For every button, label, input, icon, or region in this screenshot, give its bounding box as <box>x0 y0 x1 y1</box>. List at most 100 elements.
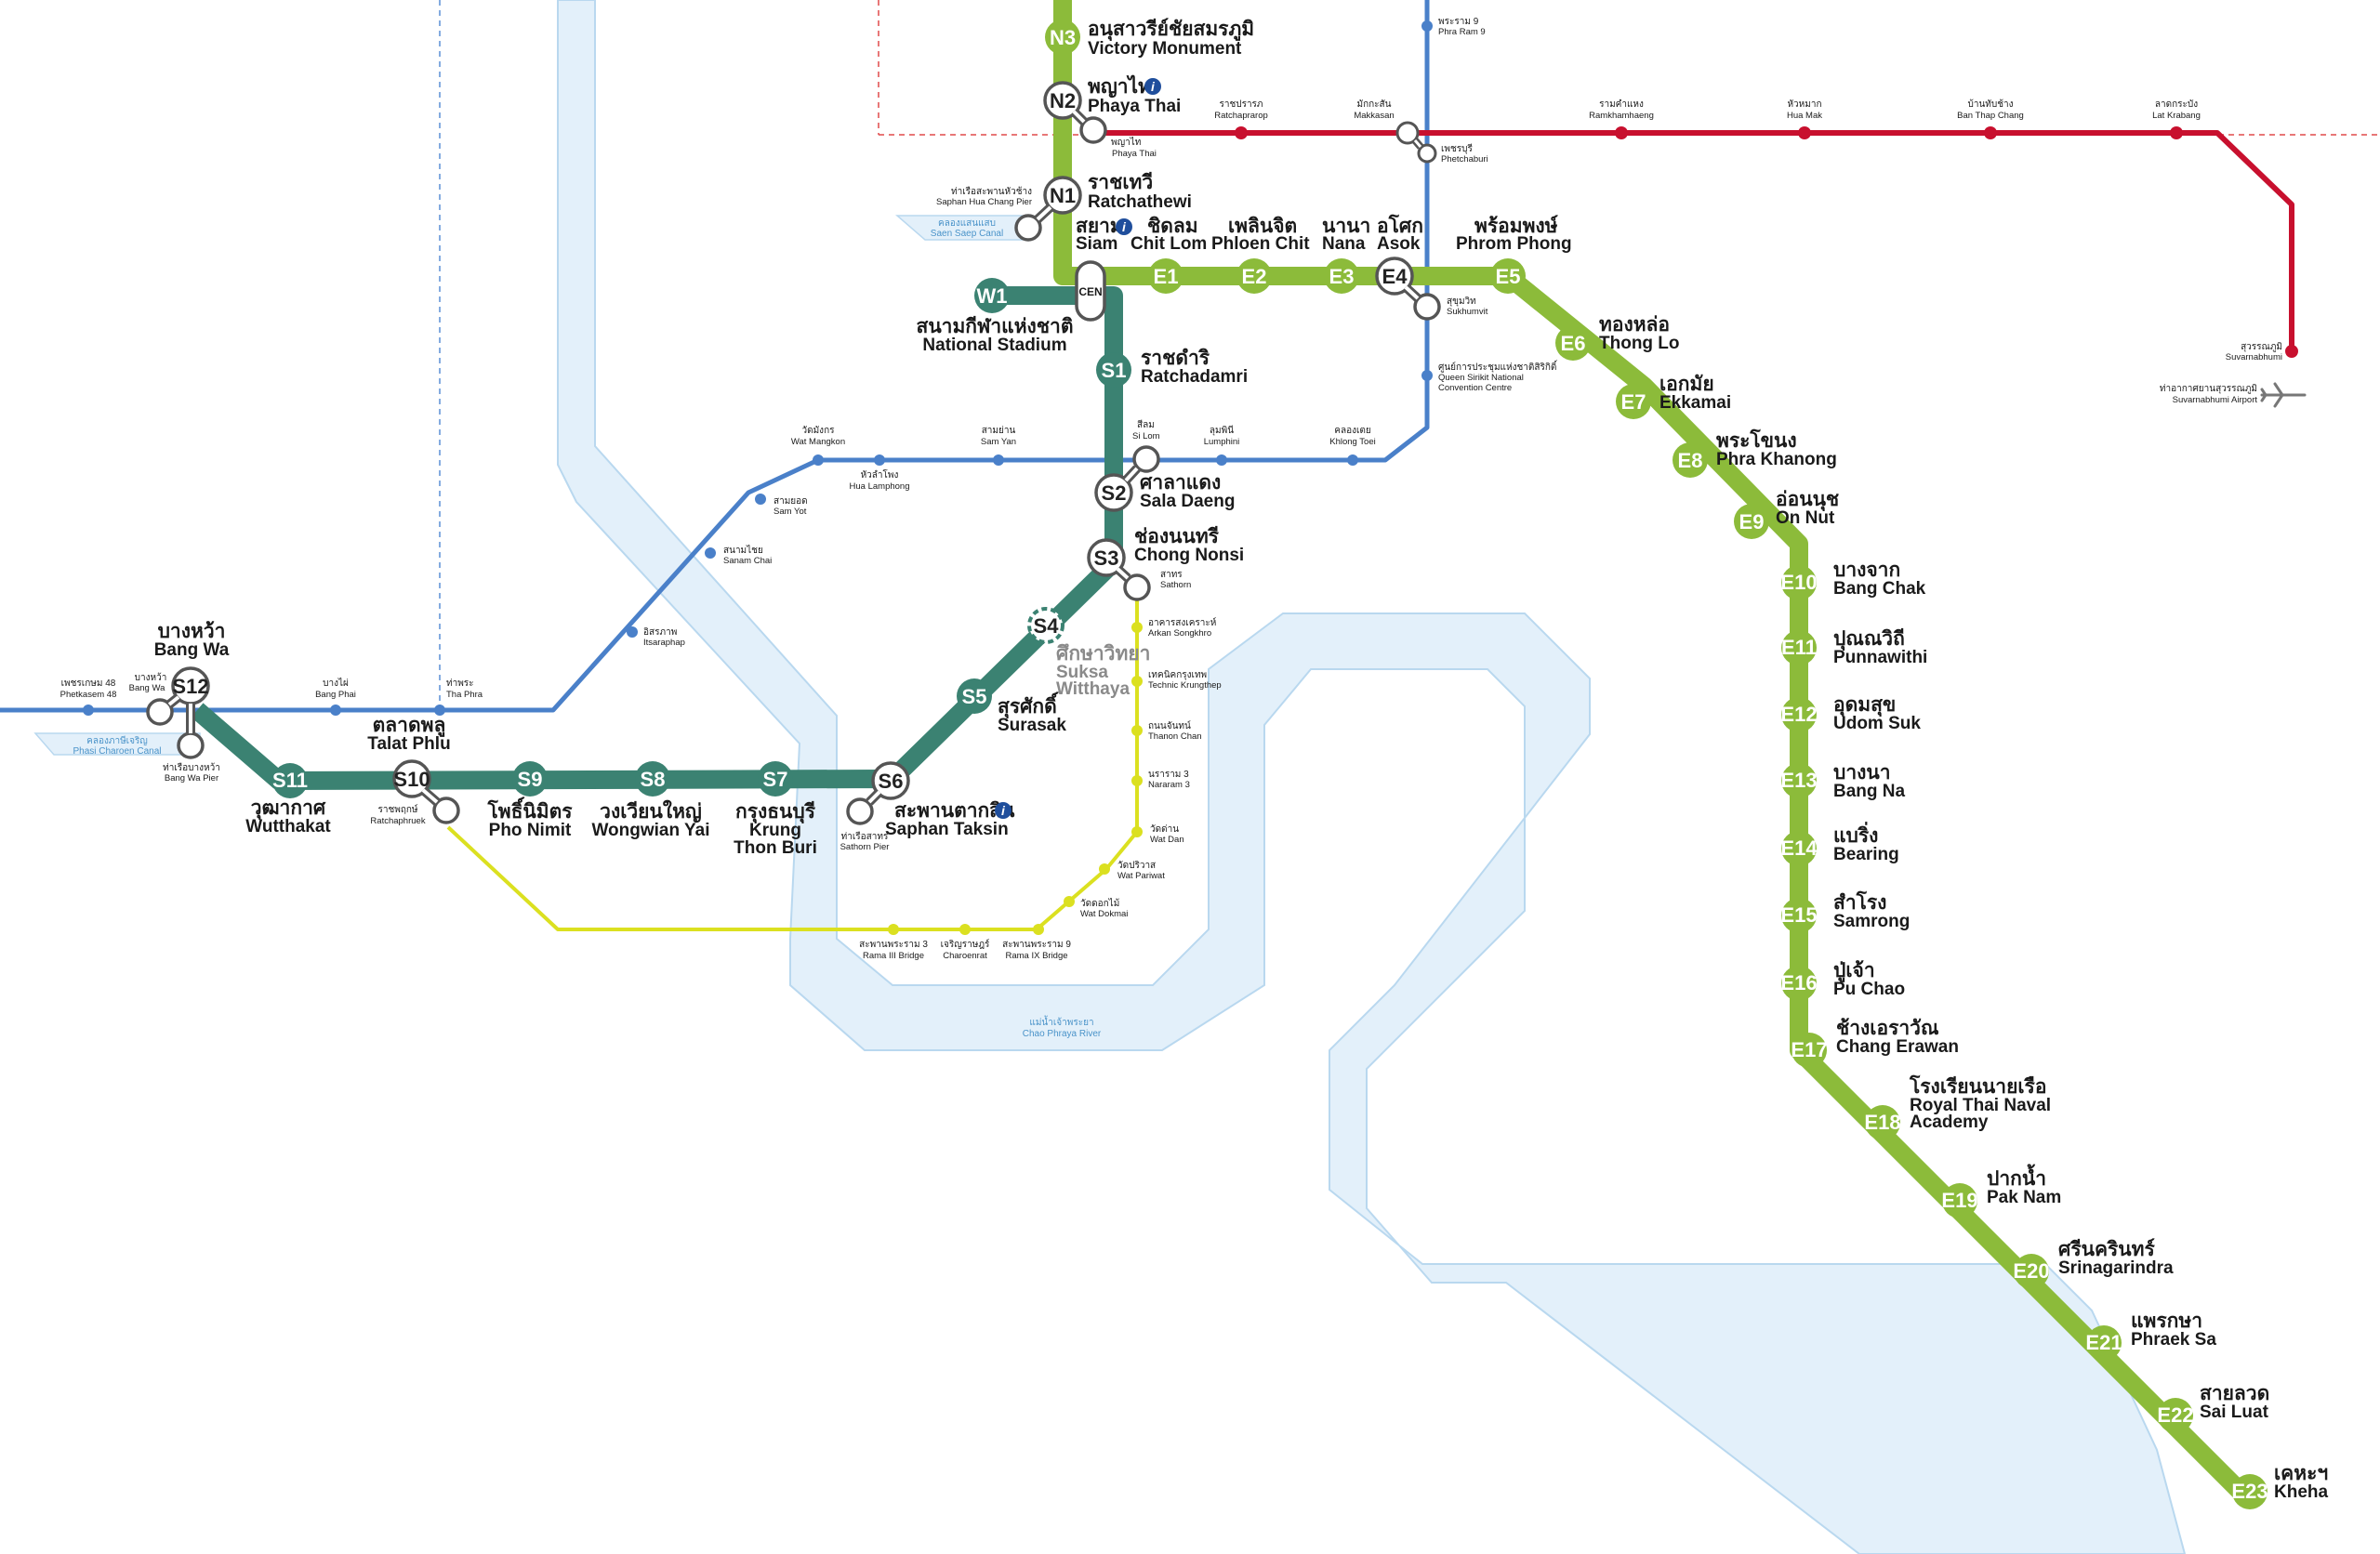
station-e8[interactable]: E8 พระโขนง Phra Khanong <box>1673 428 1837 478</box>
arl-station-lat-krabang[interactable]: ลาดกระบัง Lat Krabang <box>2152 99 2201 139</box>
gold-station-arkan-songkhro[interactable]: อาคารสงเคราะห์ Arkan Songkhro <box>1131 617 1216 639</box>
blue-station-bang-phai[interactable]: บางไผ่ Bang Phai <box>315 678 356 716</box>
gold-station-wat-pariwat[interactable]: วัดปริวาส Wat Pariwat <box>1099 861 1165 881</box>
station-e13[interactable]: E13 บางนา Bang Na <box>1780 762 1905 801</box>
station-n3[interactable]: N3 อนุสาวรีย์ชัยสมรภูมิ Victory Monument <box>1045 18 1254 59</box>
gold-station-wat-dokmai[interactable]: วัดดอกไม้ Wat Dokmai <box>1064 896 1128 919</box>
station-name-en: Makkasan <box>1354 111 1394 121</box>
blue-station-lumphini[interactable]: ลุมพินี Lumphini <box>1204 425 1240 466</box>
arl-station-ramkhamhaeng[interactable]: รามคำแหง Ramkhamhaeng <box>1589 99 1654 139</box>
station-e3[interactable]: E3 นานา Nana <box>1322 216 1370 294</box>
station-s3[interactable]: S3 ช่องนนทรี Chong Nonsi <box>1087 525 1244 601</box>
blue-station-tha-phra[interactable]: ท่าพระ Tha Phra <box>434 678 483 716</box>
station-e1[interactable]: E1 ชิดลม Chit Lom <box>1130 216 1207 294</box>
gold-station-rama-iii-bridge[interactable]: สะพานพระราม 3 Rama III Bridge <box>859 924 928 961</box>
station-e12[interactable]: E12 อุดมสุข Udom Suk <box>1780 694 1921 733</box>
station-e19[interactable]: E19 ปากน้ำ Pak Nam <box>1941 1164 2061 1218</box>
pier-sathorn[interactable]: ท่าเรือสาทร Sathorn Pier <box>840 831 890 852</box>
station-name-en: Phaya Thai <box>1112 149 1157 159</box>
station-e22[interactable]: E22 สายลวด Sai Luat <box>2157 1383 2269 1433</box>
station-e23[interactable]: E23 เคหะฯ Kheha <box>2231 1463 2329 1509</box>
station-s11[interactable]: S11 วุฒากาศ Wutthakat <box>245 763 331 836</box>
station-name-en: Krung <box>749 821 801 840</box>
station-name-th: สนามไชย <box>723 545 763 556</box>
station-s12[interactable]: S12 บางหว้า Bang Wa <box>146 620 230 759</box>
gold-station-technic-krungthep[interactable]: เทคนิคกรุงเทพ Technic Krungthep <box>1131 670 1222 691</box>
blue-station-phra-ram-9[interactable]: พระราม 9 Phra Ram 9 <box>1421 17 1486 37</box>
blue-station-sam-yot[interactable]: สามยอด Sam Yot <box>755 494 808 517</box>
station-name-th: สามยอด <box>774 496 808 507</box>
station-name-en: Technic Krungthep <box>1148 680 1222 691</box>
pier-bang-wa[interactable]: ท่าเรือบางหว้า Bang Wa Pier <box>163 762 220 784</box>
info-icon[interactable]: i <box>995 802 1012 819</box>
station-e17[interactable]: E17 ช้างเอราวัณ Chang Erawan <box>1791 1017 1959 1068</box>
station-s10[interactable]: S10 ตลาดพลู Talat Phlu <box>367 715 460 824</box>
suvarnabhumi-airport[interactable]: ท่าอากาศยานสุวรรณภูมิ Suvarnabhumi Airpo… <box>2160 382 2307 408</box>
station-name-th: มักกะสัน <box>1356 99 1391 110</box>
blue-station-sam-yan[interactable]: สามย่าน Sam Yan <box>981 426 1016 466</box>
station-e4[interactable]: E4 อโศก Asok <box>1375 214 1441 321</box>
station-s2[interactable]: S2 ศาลาแดง Sala Daeng <box>1094 445 1235 512</box>
station-s1[interactable]: S1 ราชดำริ Ratchadamri <box>1096 348 1248 388</box>
station-e14[interactable]: E14 แบริ่ง Bearing <box>1780 821 1899 866</box>
info-icon[interactable]: i <box>1144 78 1161 95</box>
station-code: E13 <box>1780 769 1817 792</box>
station-e20[interactable]: E20 ศรีนครินทร์ Srinagarindra <box>2013 1238 2174 1289</box>
gold-station-nararam-3[interactable]: นราราม 3 Nararam 3 <box>1131 770 1190 790</box>
station-s9[interactable]: S9 โพธิ์นิมิตร Pho Nimit <box>486 761 573 840</box>
gold-station-thanon-chan[interactable]: ถนนจันทน์ Thanon Chan <box>1131 720 1202 742</box>
station-name-th: ราชเทวี <box>1088 171 1153 193</box>
blue-station-wat-mangkon[interactable]: วัดมังกร Wat Mangkon <box>791 426 845 466</box>
station-e6[interactable]: E6 ทองหล่อ Thong Lo <box>1555 314 1680 361</box>
blue-station-itsaraphap[interactable]: อิสรภาพ Itsaraphap <box>627 626 685 648</box>
station-s5[interactable]: S5 สุรศักดิ์ Surasak <box>957 678 1066 735</box>
station-e11[interactable]: E11 ปุณณวิถี Punnawithi <box>1781 627 1927 667</box>
station-name-en: Sam Yot <box>774 507 807 517</box>
station-e7[interactable]: E7 เอกมัย Ekkamai <box>1616 374 1731 419</box>
station-n1[interactable]: N1 ราชเทวี Ratchathewi <box>1014 171 1192 242</box>
gold-station-charoenrat[interactable]: เจริญราษฎร์ Charoenrat <box>941 924 990 961</box>
arl-station-ban-thap-chang[interactable]: บ้านทับช้าง Ban Thap Chang <box>1957 99 2024 139</box>
airport-rail-link-line <box>1088 130 2294 351</box>
station-e18[interactable]: E18 โรงเรียนนายเรือ Royal Thai Naval Aca… <box>1864 1074 2051 1140</box>
station-s7[interactable]: S7 กรุงธนบุรี Krung Thon Buri <box>734 761 817 858</box>
station-w1[interactable]: W1 สนามกีฬาแห่งชาติ National Stadium <box>917 278 1074 355</box>
gold-station-wat-dan[interactable]: วัดด่าน Wat Dan <box>1131 824 1184 845</box>
station-name-th: อนุสาวรีย์ชัยสมรภูมิ <box>1088 18 1254 42</box>
station-code: S11 <box>272 769 308 792</box>
station-e21[interactable]: E21 แพรกษา Phraek Sa <box>2085 1310 2216 1361</box>
station-s4[interactable]: S4 ศึกษาวิทยา Suksa Witthaya <box>1027 607 1150 699</box>
station-e9[interactable]: E9 อ่อนนุช On Nut <box>1734 489 1839 539</box>
station-cen[interactable]: CEN สยาม Siam i <box>1075 216 1132 322</box>
blue-station-phetkasem-48[interactable]: เพชรเกษม 48 Phetkasem 48 <box>60 678 117 716</box>
station-e15[interactable]: E15 สำโรง Samrong <box>1780 890 1910 933</box>
gold-station-rama-ix-bridge[interactable]: สะพานพระราม 9 Rama IX Bridge <box>1002 924 1071 961</box>
airplane-icon <box>2260 382 2307 408</box>
station-code: CEN <box>1078 285 1102 298</box>
station-s8[interactable]: S8 วงเวียนใหญ่ Wongwian Yai <box>591 761 710 840</box>
station-e10[interactable]: E10 บางจาก Bang Chak <box>1780 560 1926 600</box>
station-name-en: Ramkhamhaeng <box>1589 111 1654 121</box>
station-name-en: Bearing <box>1833 845 1899 864</box>
station-e16[interactable]: E16 ปู่เจ้า Pu Chao <box>1780 959 1905 1001</box>
station-n2[interactable]: N2 พญาไท Phaya Thai i <box>1043 74 1181 144</box>
arl-station-ratchaprarop[interactable]: ราชปรารภ Ratchaprarop <box>1214 99 1268 139</box>
station-e5[interactable]: E5 พร้อมพงษ์ Phrom Phong <box>1456 215 1572 294</box>
info-icon[interactable]: i <box>1116 218 1132 235</box>
arl-station-suvarnabhumi[interactable]: สุวรรณภูมิ Suvarnabhumi <box>2226 342 2298 362</box>
arl-station-hua-mak[interactable]: หัวหมาก Hua Mak <box>1787 99 1822 139</box>
blue-station-qsncc[interactable]: ศูนย์การประชุมแห่งชาติสิริกิติ์ Queen Si… <box>1421 360 1558 393</box>
station-name-th: บางนา <box>1833 762 1891 784</box>
blue-station-khlong-toei[interactable]: คลองเตย Khlong Toei <box>1329 426 1376 466</box>
station-e2[interactable]: E2 เพลินจิต Phloen Chit <box>1211 216 1310 294</box>
station-s6[interactable]: S6 สะพานตากสิน Saphan Taksin i <box>846 761 1015 839</box>
station-name-th: บางหว้า <box>158 620 226 642</box>
station-name-th: สยาม <box>1076 216 1123 237</box>
blue-station-hua-lamphong[interactable]: หัวลำโพง Hua Lamphong <box>850 454 910 492</box>
station-name-th: อ่อนนุช <box>1776 489 1839 512</box>
interchange-makkasan-phetchaburi[interactable] <box>1395 121 1437 164</box>
station-name-th: เพลินจิต <box>1228 216 1297 237</box>
blue-station-sanam-chai[interactable]: สนามไชย Sanam Chai <box>705 545 772 566</box>
pier-saphan-hua-chang[interactable]: ท่าเรือสะพานหัวช้าง Saphan Hua Chang Pie… <box>936 186 1032 207</box>
